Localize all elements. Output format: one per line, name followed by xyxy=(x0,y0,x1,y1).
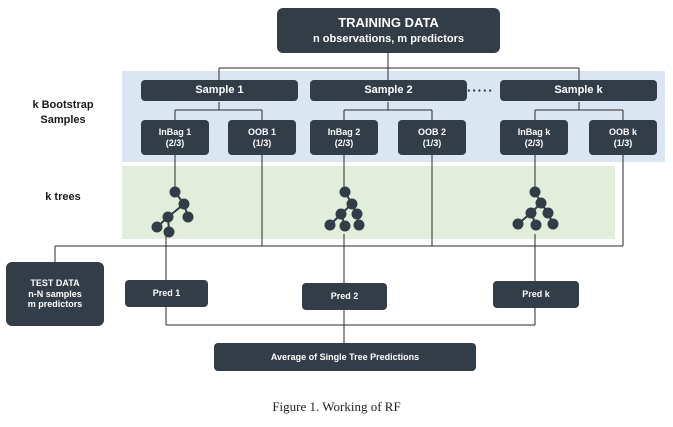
trees-label: k trees xyxy=(45,191,81,203)
oob-2-fraction: (1/3) xyxy=(422,137,442,148)
ellipsis: ····· xyxy=(467,83,494,98)
oob-1-name: OOB 1 xyxy=(247,126,276,137)
test-data-predictors: m predictors xyxy=(27,299,83,310)
inbag-2-fraction: (2/3) xyxy=(334,137,354,148)
tree-icon-2 xyxy=(324,186,365,232)
oob-1-fraction: (1/3) xyxy=(252,137,272,148)
inbag-1-box: InBag 1 (2/3) xyxy=(141,120,209,155)
bootstrap-label-line2: Samples xyxy=(40,113,86,126)
oob-1-box: OOB 1 (1/3) xyxy=(228,120,296,155)
tree-icon-k xyxy=(512,186,559,231)
test-data-box: TEST DATA n-N samples m predictors xyxy=(6,262,104,326)
pred-2-box: Pred 2 xyxy=(302,283,387,310)
oob-2-box: OOB 2 (1/3) xyxy=(398,120,466,155)
oob-k-box: OOB k (1/3) xyxy=(589,120,657,155)
training-data-title: TRAINING DATA xyxy=(338,14,439,30)
bootstrap-label: k Bootstrap Samples xyxy=(14,98,112,128)
inbag-1-fraction: (2/3) xyxy=(165,137,185,148)
oob-k-name: OOB k xyxy=(608,126,637,137)
inbag-2-name: InBag 2 xyxy=(327,126,361,137)
training-data-subtitle: n observations, m predictors xyxy=(313,33,464,46)
figure-caption: Figure 1. Working of RF xyxy=(272,399,401,414)
inbag-2-box: InBag 2 (2/3) xyxy=(310,120,378,155)
sample-2-box: Sample 2 xyxy=(310,80,467,101)
sample-1-box: Sample 1 xyxy=(141,80,298,101)
pred-k-box: Pred k xyxy=(493,281,579,308)
inbag-k-box: InBag k (2/3) xyxy=(500,120,568,155)
oob-2-name: OOB 2 xyxy=(417,126,446,137)
oob-k-fraction: (1/3) xyxy=(613,137,633,148)
tree-icon-1 xyxy=(151,186,194,238)
sample-k-box: Sample k xyxy=(500,80,657,101)
inbag-1-name: InBag 1 xyxy=(158,126,192,137)
test-data-samples: n-N samples xyxy=(28,288,82,299)
pred-1-box: Pred 1 xyxy=(125,280,208,307)
test-data-title: TEST DATA xyxy=(30,277,80,288)
training-data-box: TRAINING DATA n observations, m predicto… xyxy=(277,8,500,53)
inbag-k-name: InBag k xyxy=(517,126,551,137)
bootstrap-label-line1: k Bootstrap xyxy=(32,99,94,111)
inbag-k-fraction: (2/3) xyxy=(524,137,544,148)
average-predictions-box: Average of Single Tree Predictions xyxy=(214,343,476,371)
